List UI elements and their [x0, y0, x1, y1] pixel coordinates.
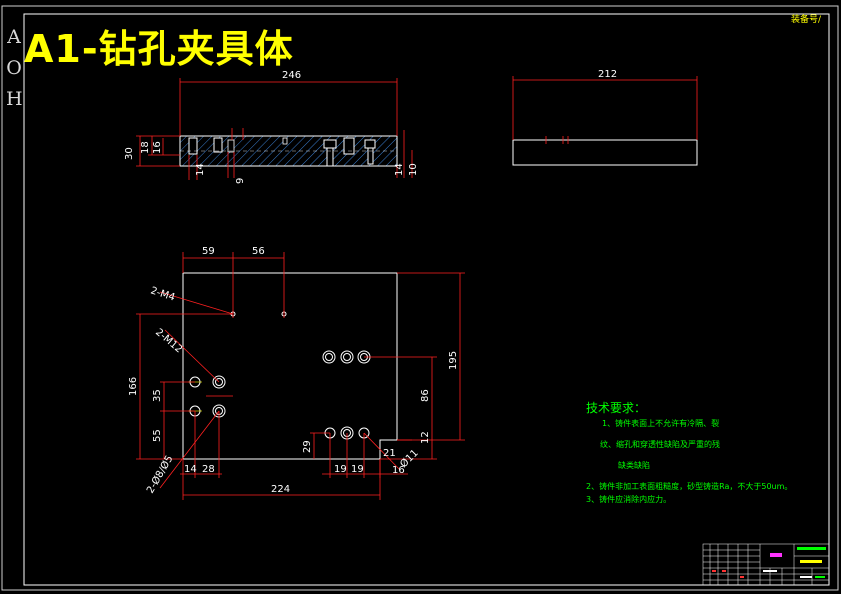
dim-14-right: 14	[394, 163, 405, 176]
tech-line-1: 1、铸件表面上不允许有冷隔、裂	[602, 419, 720, 428]
dim-14-left: 14	[195, 163, 206, 176]
tech-line-3: 缺类缺陷	[618, 461, 650, 470]
front-section-view	[136, 78, 413, 180]
dim-224: 224	[271, 484, 290, 495]
dim-28: 28	[202, 464, 215, 475]
dim-246: 246	[282, 70, 301, 81]
technical-requirements: 技术要求： 1、铸件表面上不允许有冷隔、裂 纹、缩孔和穿透性缺陷及严重的残 缺类…	[586, 402, 816, 506]
dim-166: 166	[128, 377, 139, 396]
dim-21: 21	[383, 448, 396, 459]
drawing-outer-frame	[1, 5, 839, 591]
title-block	[702, 543, 830, 586]
note-2-m4: 2-M4	[149, 285, 176, 303]
title-block-marks	[712, 547, 826, 578]
dim-19-a: 19	[334, 464, 347, 475]
side-letter-h: H	[6, 88, 23, 110]
side-letters: A O H	[6, 22, 23, 115]
dim-195: 195	[448, 351, 459, 370]
dim-16: 16	[392, 465, 405, 476]
dim-35: 35	[152, 389, 163, 402]
dim-30: 30	[124, 147, 135, 160]
dim-59: 59	[202, 246, 215, 257]
corner-code: 装备号/	[791, 15, 822, 25]
note-2-m12: 2-M12	[153, 327, 184, 356]
dim-212: 212	[598, 69, 617, 80]
dim-18: 18	[140, 141, 151, 154]
tech-heading: 技术要求：	[586, 401, 647, 415]
tech-line-2: 纹、缩孔和穿透性缺陷及严重的残	[600, 440, 720, 449]
dim-19-b: 19	[351, 464, 364, 475]
tech-line-4: 2、铸件非加工表面粗糙度，砂型铸造Ra，不大于50um。	[586, 482, 793, 491]
dim-10: 10	[408, 163, 419, 176]
plan-view-dimensions: 59 56 2-M4 2-M12 166 35 55 195 86 29 12 …	[128, 246, 459, 496]
dim-9: 9	[235, 178, 246, 184]
tech-line-5: 3、铸件应消除内应力。	[586, 495, 672, 504]
dim-86: 86	[420, 389, 431, 402]
dim-55: 55	[152, 429, 163, 442]
dim-56: 56	[252, 246, 265, 257]
front-view-dimensions: 246 30 18 16 14 9 14 10	[124, 70, 419, 184]
side-view: 212	[512, 69, 698, 166]
dim-14: 14	[184, 464, 197, 475]
dim-16: 16	[152, 141, 163, 154]
side-letter-o: O	[6, 57, 22, 79]
plan-view	[136, 252, 465, 500]
dim-29: 29	[302, 440, 313, 453]
side-letter-a: A	[7, 26, 21, 48]
drawing-title: A1-钻孔夹具体	[24, 27, 294, 71]
dim-12: 12	[420, 431, 431, 444]
drawing-inner-frame	[23, 13, 830, 586]
